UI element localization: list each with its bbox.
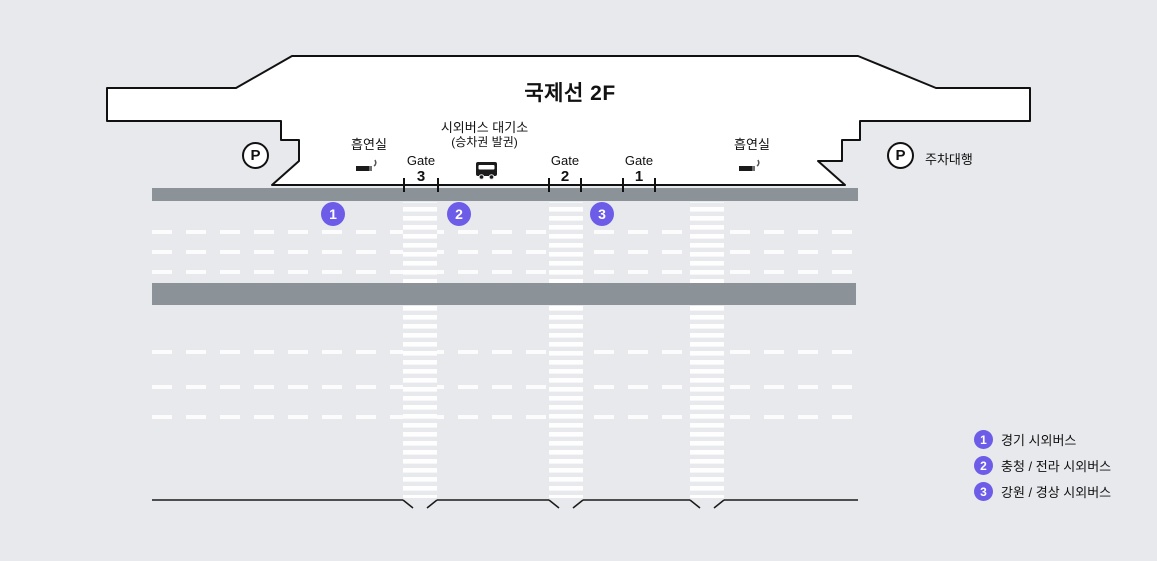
legend-item: 3 강원 / 경상 시외버스 xyxy=(974,482,1111,501)
smoking-icon-right xyxy=(739,159,760,171)
crosswalk-2 xyxy=(549,202,583,498)
valet-parking-label: 주차대행 xyxy=(925,152,973,167)
gate-1-word: Gate xyxy=(624,153,654,168)
median-strip xyxy=(152,283,856,305)
upper-road-curb xyxy=(152,188,858,201)
gate-ticks xyxy=(403,178,656,192)
legend-badge-1: 1 xyxy=(974,430,993,449)
bus-terminal-label: 시외버스 대기소 (승차권 발권) xyxy=(402,120,567,150)
bus-terminal-label-line1: 시외버스 대기소 xyxy=(440,120,529,135)
legend: 1 경기 시외버스 2 충청 / 전라 시외버스 3 강원 / 경상 시외버스 xyxy=(974,430,1111,508)
gate-1: Gate 1 xyxy=(609,153,669,185)
parking-icon-left: P xyxy=(242,142,269,169)
building-title: 국제선 2F xyxy=(524,82,616,105)
lane-markings-upper xyxy=(152,230,858,274)
parking-icon-right: P xyxy=(887,142,914,169)
smoking-icon-left xyxy=(356,159,377,171)
road-boundary-line xyxy=(152,499,858,509)
legend-label-2: 충청 / 전라 시외버스 xyxy=(1001,459,1112,474)
gate-2: Gate 2 xyxy=(535,153,595,185)
gate-2-number: 2 xyxy=(560,168,570,185)
gate-3: Gate 3 xyxy=(391,153,451,185)
crosswalk-3 xyxy=(690,202,724,498)
smoking-room-label-left: 흡연실 xyxy=(351,137,387,152)
bus-icon xyxy=(476,162,497,180)
crosswalk-1 xyxy=(403,202,437,498)
bus-terminal-label-line2: (승차권 발권) xyxy=(451,135,518,149)
bus-stop-marker-2: 2 xyxy=(447,202,471,226)
lane-markings-lower xyxy=(152,350,858,419)
gate-3-word: Gate xyxy=(406,153,436,168)
legend-badge-2: 2 xyxy=(974,456,993,475)
legend-badge-3: 3 xyxy=(974,482,993,501)
gate-1-number: 1 xyxy=(634,168,644,185)
bus-stop-marker-1: 1 xyxy=(321,202,345,226)
smoking-room-label-right: 흡연실 xyxy=(734,137,770,152)
legend-label-1: 경기 시외버스 xyxy=(1001,433,1077,448)
building-outline xyxy=(106,55,1031,186)
gate-3-number: 3 xyxy=(416,168,426,185)
bus-stop-marker-3: 3 xyxy=(590,202,614,226)
legend-item: 1 경기 시외버스 xyxy=(974,430,1111,449)
legend-label-3: 강원 / 경상 시외버스 xyxy=(1001,485,1112,500)
gate-2-word: Gate xyxy=(550,153,580,168)
legend-item: 2 충청 / 전라 시외버스 xyxy=(974,456,1111,475)
